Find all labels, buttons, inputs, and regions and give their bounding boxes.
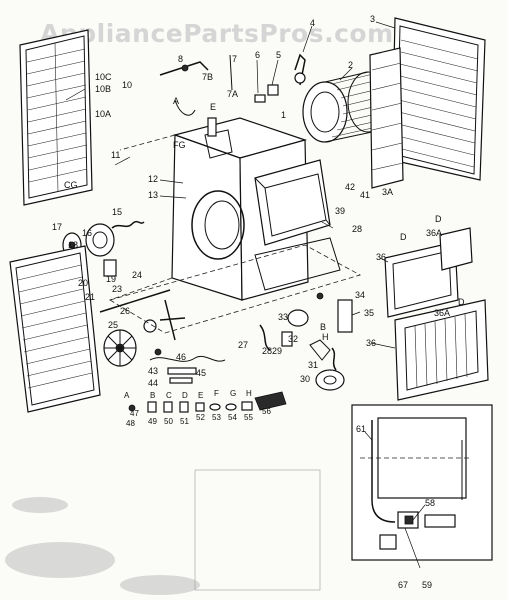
callout-b-mid: B <box>320 322 326 332</box>
callout-labels: 3 4 2 6 5 1 8 7 7B 7A A E FG 10C 10 10B … <box>52 14 465 590</box>
leader-lines <box>65 21 426 569</box>
callout-53: 53 <box>212 413 221 422</box>
watermark-text: AppliancePartsPros.com <box>40 19 394 48</box>
callout-52: 52 <box>196 413 205 422</box>
callout-33: 33 <box>278 312 288 322</box>
callout-35: 35 <box>364 308 374 318</box>
callout-31: 31 <box>308 360 318 370</box>
callout-20: 20 <box>78 278 88 288</box>
callout-42: 42 <box>345 182 355 192</box>
callout-50: 50 <box>164 417 173 426</box>
callout-24: 24 <box>132 270 142 280</box>
callout-4: 4 <box>310 18 315 28</box>
callout-11: 11 <box>111 150 120 160</box>
callout-7: 7 <box>232 54 237 64</box>
callout-h-row: H <box>246 389 252 398</box>
motor-mount-parts <box>159 53 306 137</box>
callout-h-mid: H <box>322 332 329 342</box>
callout-54: 54 <box>228 413 237 422</box>
callout-2: 2 <box>348 60 353 70</box>
callout-d-lower: D <box>458 297 465 307</box>
callout-d-upper-a: D <box>400 232 407 242</box>
callout-d-upper-b: D <box>435 214 442 224</box>
callout-41: 41 <box>360 190 370 200</box>
callout-12: 12 <box>148 174 158 184</box>
callout-cg: CG <box>64 180 78 190</box>
callout-7a: 7A <box>227 89 238 99</box>
right-coil-panel <box>369 17 486 189</box>
callout-3a: 3A <box>382 187 393 197</box>
callout-36-upper: 36 <box>376 252 386 262</box>
callout-56: 56 <box>262 407 271 416</box>
callout-d-row: D <box>182 391 188 400</box>
callout-fg: FG <box>173 140 186 150</box>
callout-67: 67 <box>398 580 408 590</box>
callout-3: 3 <box>370 14 375 24</box>
callout-55: 55 <box>244 413 253 422</box>
callout-58: 58 <box>425 498 435 508</box>
callout-61: 61 <box>356 424 366 434</box>
front-grille-panel <box>9 245 101 413</box>
fan-blade-assembly <box>99 289 186 367</box>
callout-19: 19 <box>106 274 116 284</box>
small-parts-group <box>259 292 353 391</box>
callout-28-low: 28 <box>262 346 272 356</box>
callout-18: 18 <box>68 240 78 250</box>
callout-29: 29 <box>272 346 282 356</box>
callout-32: 32 <box>288 334 298 344</box>
callout-c-row: C <box>166 391 172 400</box>
callout-6: 6 <box>255 50 260 60</box>
callout-43: 43 <box>148 366 158 376</box>
callout-23: 23 <box>112 284 122 294</box>
access-panel-lower <box>394 299 489 401</box>
callout-13: 13 <box>148 190 158 200</box>
callout-7b: 7B <box>202 72 213 82</box>
access-panel-upper <box>384 227 473 318</box>
callout-a-top: A <box>173 96 179 106</box>
callout-34: 34 <box>355 290 365 300</box>
callout-1: 1 <box>281 110 286 120</box>
callout-21: 21 <box>85 292 95 302</box>
callout-46: 46 <box>176 352 186 362</box>
left-filter-panel <box>19 29 93 206</box>
callout-10: 10 <box>122 80 132 90</box>
callout-15: 15 <box>112 207 122 217</box>
hardware-row <box>128 355 287 413</box>
callout-51: 51 <box>180 417 189 426</box>
callout-b-row: B <box>150 391 155 400</box>
callout-44: 44 <box>148 378 158 388</box>
callout-48: 48 <box>126 419 135 428</box>
callout-a-row: A <box>124 391 130 400</box>
callout-26: 26 <box>120 306 130 316</box>
base-pan <box>108 237 362 334</box>
duct-transition <box>254 159 331 246</box>
callout-10c: 10C <box>95 72 112 82</box>
callout-f-row: F <box>214 389 219 398</box>
callout-10a: 10A <box>95 109 111 119</box>
callout-36-lower: 36 <box>366 338 376 348</box>
callout-e-top: E <box>210 102 216 112</box>
callout-28: 28 <box>352 224 362 234</box>
callout-30: 30 <box>300 374 310 384</box>
control-box-inset <box>351 404 493 561</box>
callout-39: 39 <box>335 206 345 216</box>
callout-10b: 10B <box>95 84 111 94</box>
callout-47: 47 <box>130 409 139 418</box>
callout-49: 49 <box>148 417 157 426</box>
callout-8: 8 <box>178 54 183 64</box>
callout-36a-upper: 36A <box>426 228 442 238</box>
callout-25: 25 <box>108 320 118 330</box>
callout-g-row: G <box>230 389 236 398</box>
callout-59: 59 <box>422 580 432 590</box>
scan-artifacts <box>5 469 321 595</box>
callout-45: 45 <box>196 368 206 378</box>
callout-36a-lower: 36A <box>434 308 450 318</box>
callout-16: 16 <box>82 228 92 238</box>
callout-17: 17 <box>52 222 62 232</box>
callout-e-row: E <box>198 391 203 400</box>
callout-27: 27 <box>238 340 248 350</box>
callout-5: 5 <box>276 50 281 60</box>
